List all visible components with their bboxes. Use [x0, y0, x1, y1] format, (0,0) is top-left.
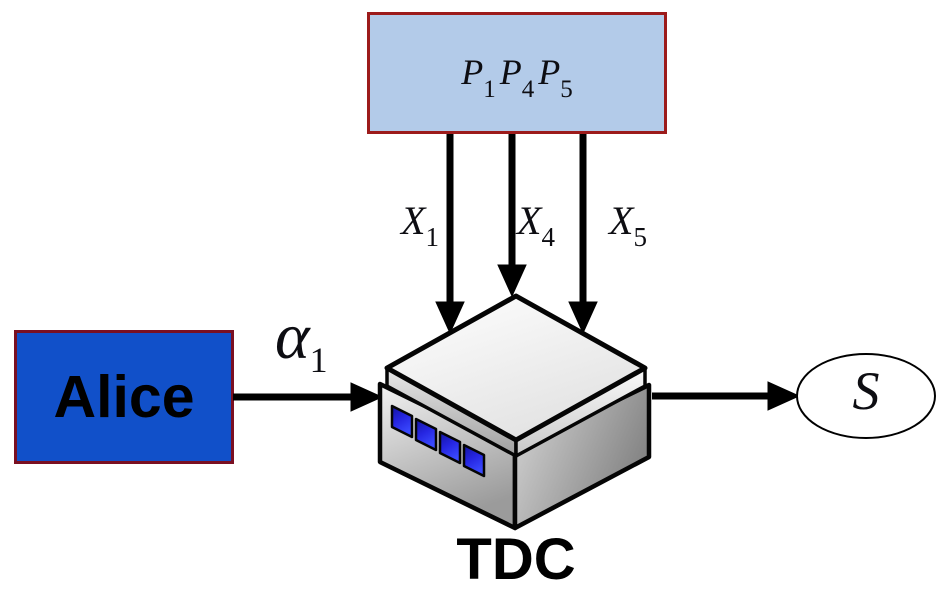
- arrow-x5-head: [568, 301, 598, 335]
- tdc-slot-2: [414, 417, 438, 452]
- arrow-x1-head: [435, 301, 465, 335]
- parameter-box: [367, 12, 667, 134]
- tdc-top-face: [384, 293, 648, 443]
- output-ellipse: [796, 353, 936, 439]
- output-label: S: [852, 361, 880, 421]
- tdc-slot-4: [462, 443, 486, 478]
- arrow-x4-head: [497, 264, 527, 298]
- signal-label-x4: X4: [517, 198, 555, 252]
- tdc-caption: TDC: [456, 527, 576, 592]
- tdc-slot-1: [390, 404, 414, 439]
- alice-label: Alice: [53, 363, 195, 430]
- signal-label-x5: X5: [609, 198, 647, 252]
- arrows-group: [233, 134, 801, 412]
- arrow-alice-to-tdc-head: [350, 382, 384, 412]
- parameter-box-label: P1 P4 P5: [368, 13, 666, 131]
- tdc-box: [377, 293, 652, 531]
- tdc-slot-3: [438, 430, 462, 465]
- alice-box: [14, 330, 234, 464]
- signal-label-x1: X1: [401, 198, 439, 252]
- parameter-term-p4: P4: [499, 52, 535, 103]
- parameter-term-p5: P5: [538, 52, 573, 103]
- alpha-label: α1: [275, 300, 328, 380]
- arrow-tdc-to-s-head: [767, 381, 801, 411]
- tdc-slots: [390, 404, 486, 478]
- parameter-term-p1: P1: [461, 52, 496, 103]
